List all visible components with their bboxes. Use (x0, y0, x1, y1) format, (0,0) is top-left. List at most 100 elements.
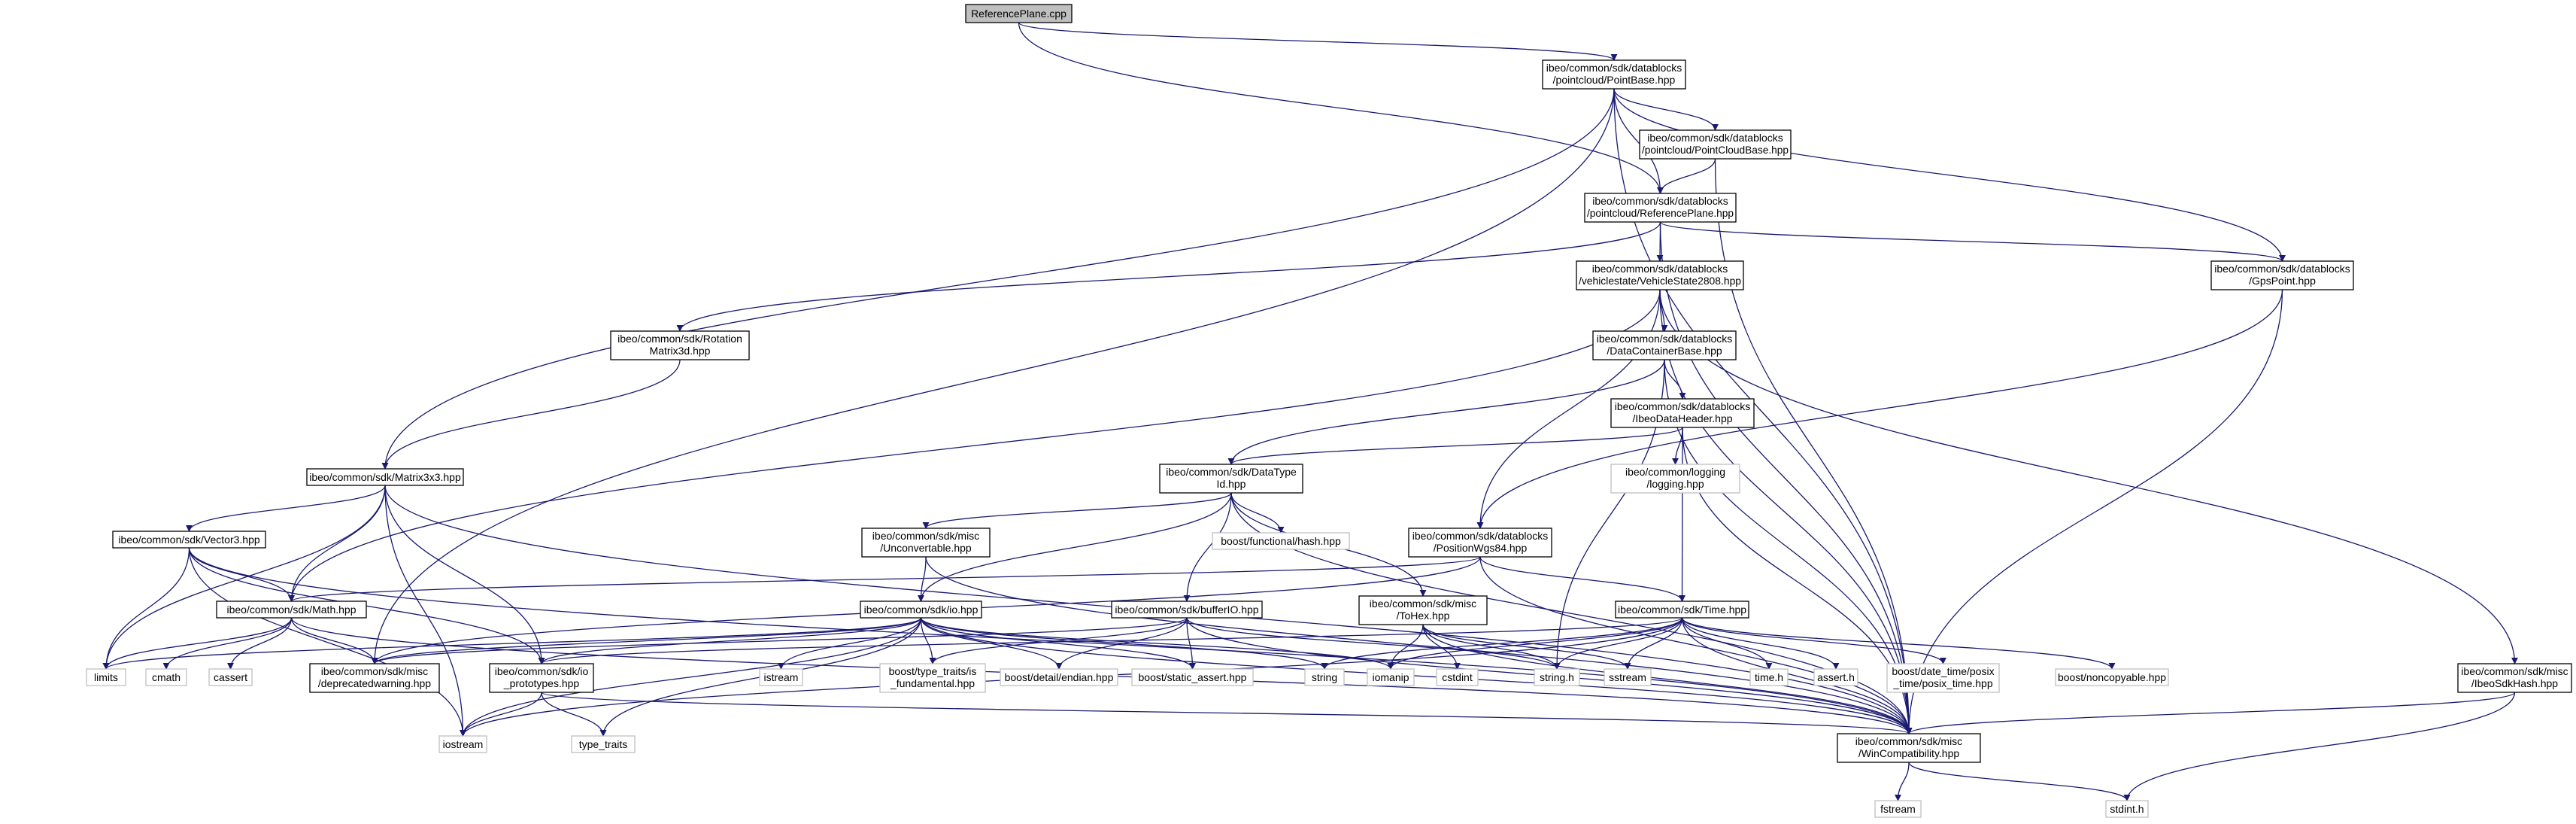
edge-ibeodataheader-to-logging (1672, 427, 1683, 465)
node-sdkhash[interactable]: ibeo/common/sdk/misc/IbeoSdkHash.hpp (2457, 663, 2572, 693)
node-tohex[interactable]: ibeo/common/sdk/misc/ToHex.hpp (1358, 595, 1488, 625)
edge-math-to-deprecated (290, 617, 378, 664)
node-box (1408, 528, 1552, 558)
node-label-line: cassert (214, 671, 247, 683)
edge-math-to-cassert (227, 617, 293, 670)
node-label-line: /WinCompatibility.hpp (1858, 747, 1960, 759)
edge-sdkhash-to-stdinth (2123, 692, 2516, 801)
edge-pointbase-to-pointcloudbase (1613, 88, 1719, 131)
node-noncopyable: boost/noncopyable.hpp (2055, 668, 2169, 686)
node-label-line: ibeo/common/sdk/io (495, 665, 589, 677)
edge-vector3-to-iostream (188, 547, 466, 737)
edge-ioproto-to-type_traits (541, 692, 607, 737)
edge-bufferio-to-stringh (1186, 617, 1561, 670)
edge-matrix3x3-to-limits (102, 485, 386, 670)
node-label-line: /pointcloud/PointBase.hpp (1553, 74, 1676, 86)
node-refplane_cpp[interactable]: ReferencePlane.cpp (965, 4, 1073, 23)
node-label-line: _time/posix_time.hpp (1892, 677, 1993, 689)
edge-positionwgs84-to-time (1479, 556, 1685, 602)
node-time[interactable]: ibeo/common/sdk/Time.hpp (1615, 601, 1749, 619)
node-iostream: iostream (438, 735, 487, 753)
node-label-line: ibeo/common/logging (1625, 466, 1725, 478)
node-label-line: ibeo/common/sdk/misc (872, 530, 979, 542)
node-box (861, 528, 991, 558)
node-label-line: stdint.h (2110, 803, 2144, 815)
node-pointbase[interactable]: ibeo/common/sdk/datablocks/pointcloud/Po… (1542, 59, 1686, 90)
edge-bufferio-to-staticassert (1186, 617, 1196, 670)
node-box (309, 663, 440, 693)
node-label-line: sstream (1609, 671, 1646, 683)
edge-sdkhash-to-wincompat (1905, 692, 2516, 734)
edge-io-to-staticassert (920, 617, 1196, 670)
node-datacontainer[interactable]: ibeo/common/sdk/datablocks/DataContainer… (1592, 330, 1737, 360)
node-label-line: /IbeoSdkHash.hpp (2471, 677, 2558, 689)
node-gpspoint[interactable]: ibeo/common/sdk/datablocks/GpsPoint.hpp (2210, 260, 2354, 290)
node-box (1749, 668, 1789, 686)
node-label-line: ibeo/common/sdk/Math.hpp (227, 604, 357, 616)
node-box (1886, 663, 2000, 693)
node-string: string (1304, 668, 1345, 686)
edge-datacontainer-to-datatypeid (1227, 359, 1665, 465)
node-logging: ibeo/common/logging/logging.hpp (1610, 464, 1740, 494)
edge-matrix3x3-to-math (288, 485, 386, 602)
node-stringh: string.h (1534, 668, 1580, 686)
edge-wincompat-to-stdinth (1908, 762, 2131, 801)
edge-time-to-wincompat (1681, 617, 1913, 734)
node-matrix3x3[interactable]: ibeo/common/sdk/Matrix3x3.hpp (306, 468, 464, 486)
node-label-line: ibeo/common/sdk/misc (321, 665, 428, 677)
node-label-line: /PositionWgs84.hpp (1434, 542, 1528, 554)
edge-vector3-to-math (188, 547, 295, 602)
node-deprecated[interactable]: ibeo/common/sdk/misc/deprecatedwarning.h… (309, 663, 440, 693)
node-math[interactable]: ibeo/common/sdk/Math.hpp (216, 601, 367, 619)
edge-vehiclestate-to-wincompat (1659, 289, 1913, 734)
edge-datatypeid-to-unconvertable (922, 492, 1232, 529)
node-box (571, 735, 636, 753)
node-box (1615, 601, 1749, 619)
node-vehiclestate[interactable]: ibeo/common/sdk/datablocks/vehiclestate/… (1576, 260, 1744, 290)
node-positionwgs84[interactable]: ibeo/common/sdk/datablocks/PositionWgs84… (1408, 528, 1552, 558)
node-staticassert: boost/static_assert.hpp (1131, 668, 1254, 686)
edge-vector3-to-wincompat (188, 547, 1913, 734)
edge-time-to-ioproto (538, 617, 1683, 664)
node-box (86, 668, 126, 686)
node-ibeodataheader[interactable]: ibeo/common/sdk/datablocks/IbeoDataHeade… (1610, 398, 1755, 428)
node-label-line: Matrix3d.hpp (650, 345, 711, 357)
node-label-line: istream (764, 671, 799, 683)
node-label-line: string (1312, 671, 1337, 683)
node-cmath: cmath (145, 668, 187, 686)
edge-pointbase-to-gpspoint (1613, 88, 2286, 262)
node-posixtime: boost/date_time/posix_time/posix_time.hp… (1886, 663, 2000, 693)
edge-io-to-limits (102, 617, 922, 670)
edge-refplane_cpp-to-pointbase (1018, 22, 1618, 61)
node-refplane_hpp[interactable]: ibeo/common/sdk/datablocks/pointcloud/Re… (1584, 193, 1737, 223)
edge-unconvertable-to-wincompat (925, 556, 1913, 734)
node-label-line: _fundamental.hpp (890, 677, 975, 689)
edge-ioproto-to-iostream (460, 692, 542, 737)
edge-ibeodataheader-to-time (1679, 427, 1686, 602)
edge-math-to-cmath (162, 617, 293, 670)
node-pointcloudbase[interactable]: ibeo/common/sdk/datablocks/pointcloud/Po… (1639, 129, 1792, 160)
node-label-line: ibeo/common/sdk/io.hpp (864, 604, 979, 616)
node-label-line: cstdint (1442, 671, 1473, 683)
edge-matrix3x3-to-vector3 (186, 485, 386, 532)
node-bufferio[interactable]: ibeo/common/sdk/bufferIO.hpp (1111, 601, 1263, 619)
edge-ibeodataheader-to-datatypeid (1227, 427, 1683, 465)
node-label-line: ibeo/common/sdk/datablocks (1597, 333, 1733, 345)
node-io[interactable]: ibeo/common/sdk/io.hpp (860, 601, 982, 619)
node-label-line: boost/noncopyable.hpp (2058, 671, 2166, 683)
node-sstream: sstream (1604, 668, 1652, 686)
node-unconvertable[interactable]: ibeo/common/sdk/misc/Unconvertable.hpp (861, 528, 991, 558)
node-label-line: ibeo/common/sdk/bufferIO.hpp (1115, 604, 1258, 616)
node-label-line: type_traits (579, 738, 628, 750)
node-label-line: /pointcloud/ReferencePlane.hpp (1587, 207, 1734, 219)
edge-positionwgs84-to-wincompat (1479, 556, 1913, 734)
node-box (1534, 668, 1580, 686)
node-wincompat[interactable]: ibeo/common/sdk/misc/WinCompatibility.hp… (1837, 733, 1981, 763)
node-ioproto[interactable]: ibeo/common/sdk/io_prototypes.hpp (489, 663, 594, 693)
node-stdinth: stdint.h (2105, 800, 2149, 818)
edge-pointbase-to-matrix3x3 (381, 88, 1615, 470)
node-vector3[interactable]: ibeo/common/sdk/Vector3.hpp (112, 531, 266, 549)
edge-refplane_hpp-to-gpspoint (1659, 221, 2286, 262)
